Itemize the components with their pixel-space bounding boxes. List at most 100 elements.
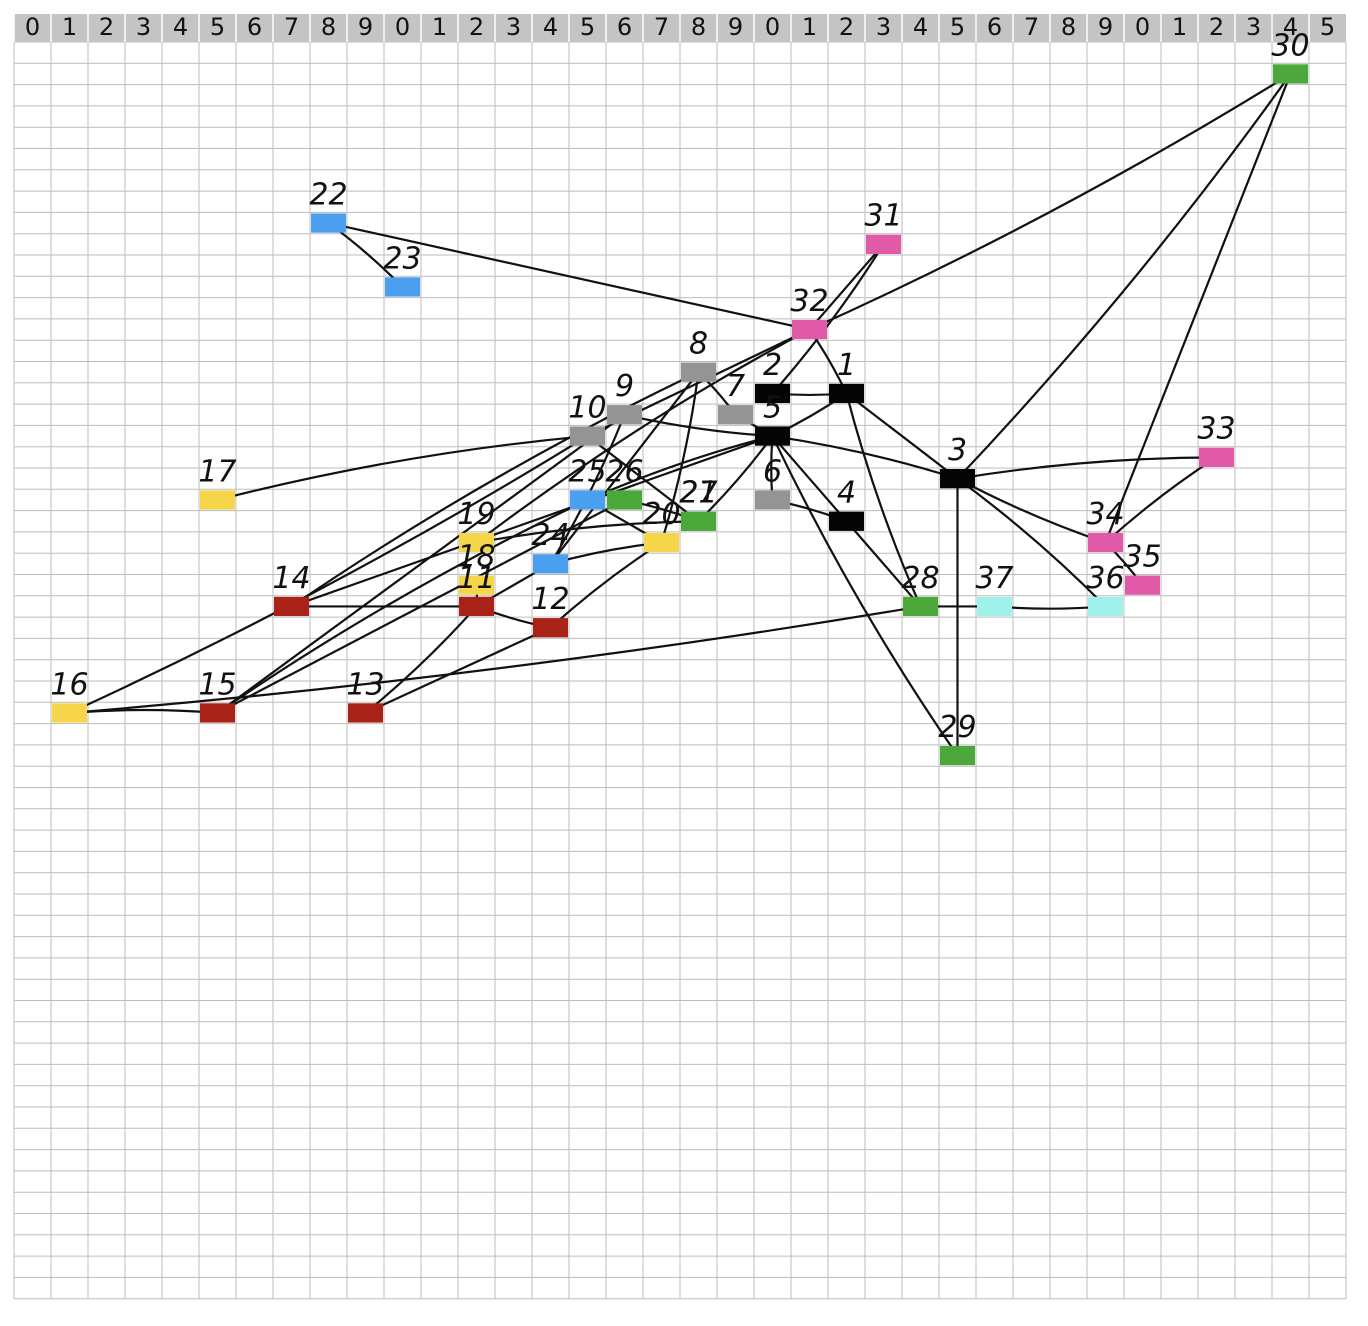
node-label: 16 xyxy=(50,667,88,702)
node-label: 23 xyxy=(383,241,421,276)
node-label: 5 xyxy=(763,390,782,425)
column-digit: 8 xyxy=(321,13,336,41)
node-label: 37 xyxy=(975,561,1013,596)
node-label: 25 xyxy=(568,454,606,489)
node-label: 8 xyxy=(689,327,708,362)
node-box xyxy=(681,512,716,531)
node-box xyxy=(459,597,494,616)
node-label: 17 xyxy=(198,454,236,489)
node-box xyxy=(755,426,790,445)
node-box xyxy=(829,384,864,403)
node-label: 26 xyxy=(605,454,643,489)
node-label: 9 xyxy=(615,369,634,404)
column-digit: 3 xyxy=(136,13,151,41)
column-digit: 5 xyxy=(950,13,965,41)
node-label: 22 xyxy=(309,177,347,212)
node-label: 27 xyxy=(679,476,717,511)
node-label: 13 xyxy=(346,667,384,702)
column-digit: 1 xyxy=(432,13,447,41)
column-digit: 3 xyxy=(876,13,891,41)
node-box xyxy=(1199,448,1234,467)
node-box xyxy=(718,405,753,424)
column-digit: 4 xyxy=(173,13,188,41)
column-digit: 3 xyxy=(1246,13,1261,41)
node-box xyxy=(533,554,568,573)
column-digit: 2 xyxy=(839,13,854,41)
column-digit: 8 xyxy=(1061,13,1076,41)
node-box xyxy=(1125,576,1160,595)
node-box xyxy=(200,490,235,509)
column-digit: 7 xyxy=(654,13,669,41)
column-digit: 0 xyxy=(395,13,410,41)
column-digit: 1 xyxy=(1172,13,1187,41)
node-label: 3 xyxy=(948,433,967,468)
column-digit: 6 xyxy=(617,13,632,41)
column-digit: 9 xyxy=(358,13,373,41)
node-label: 29 xyxy=(938,710,976,745)
node-box xyxy=(274,597,309,616)
node-label: 14 xyxy=(272,561,310,596)
node-label: 20 xyxy=(642,497,680,532)
node-box xyxy=(755,490,790,509)
node-label: 24 xyxy=(531,518,569,553)
node-box xyxy=(348,703,383,722)
node-label: 19 xyxy=(457,497,495,532)
node-box xyxy=(792,320,827,339)
column-digit: 5 xyxy=(210,13,225,41)
column-digit: 7 xyxy=(284,13,299,41)
column-digit: 0 xyxy=(25,13,40,41)
node-box xyxy=(1088,533,1123,552)
node-box xyxy=(1273,64,1308,83)
node-box xyxy=(570,426,605,445)
column-digit: 2 xyxy=(1209,13,1224,41)
node-label: 31 xyxy=(864,199,902,234)
node-label: 28 xyxy=(901,561,939,596)
column-digit: 0 xyxy=(765,13,780,41)
column-digit: 3 xyxy=(506,13,521,41)
node-box xyxy=(200,703,235,722)
column-digit: 4 xyxy=(543,13,558,41)
node-label: 4 xyxy=(837,476,856,511)
node-label: 33 xyxy=(1197,412,1235,447)
column-digit: 0 xyxy=(1135,13,1150,41)
node-box xyxy=(385,277,420,296)
node-label: 36 xyxy=(1086,561,1124,596)
node-box xyxy=(866,235,901,254)
node-box xyxy=(903,597,938,616)
node-box xyxy=(940,746,975,765)
node-label: 30 xyxy=(1271,28,1309,63)
column-digit: 7 xyxy=(1024,13,1039,41)
node-label: 12 xyxy=(531,582,569,617)
node-box xyxy=(829,512,864,531)
node-label: 6 xyxy=(763,454,782,489)
column-digit: 6 xyxy=(987,13,1002,41)
node-box xyxy=(607,490,642,509)
node-box xyxy=(52,703,87,722)
node-box xyxy=(977,597,1012,616)
node-label: 15 xyxy=(198,667,236,702)
node-label: 32 xyxy=(790,284,828,319)
column-digit: 6 xyxy=(247,13,262,41)
node-label: 10 xyxy=(568,390,606,425)
node-box xyxy=(940,469,975,488)
node-label: 18 xyxy=(457,540,495,575)
node-box xyxy=(311,213,346,232)
column-digit: 5 xyxy=(580,13,595,41)
column-digit: 2 xyxy=(99,13,114,41)
column-digit: 9 xyxy=(1098,13,1113,41)
node-label: 2 xyxy=(763,348,782,383)
column-digit: 9 xyxy=(728,13,743,41)
node-box xyxy=(533,618,568,637)
node-box xyxy=(607,405,642,424)
column-digit: 1 xyxy=(802,13,817,41)
node-label: 7 xyxy=(726,369,745,404)
column-digit: 5 xyxy=(1320,13,1335,41)
node-label: 34 xyxy=(1086,497,1124,532)
node-box xyxy=(570,490,605,509)
column-digit: 1 xyxy=(62,13,77,41)
node-label: 35 xyxy=(1123,540,1161,575)
